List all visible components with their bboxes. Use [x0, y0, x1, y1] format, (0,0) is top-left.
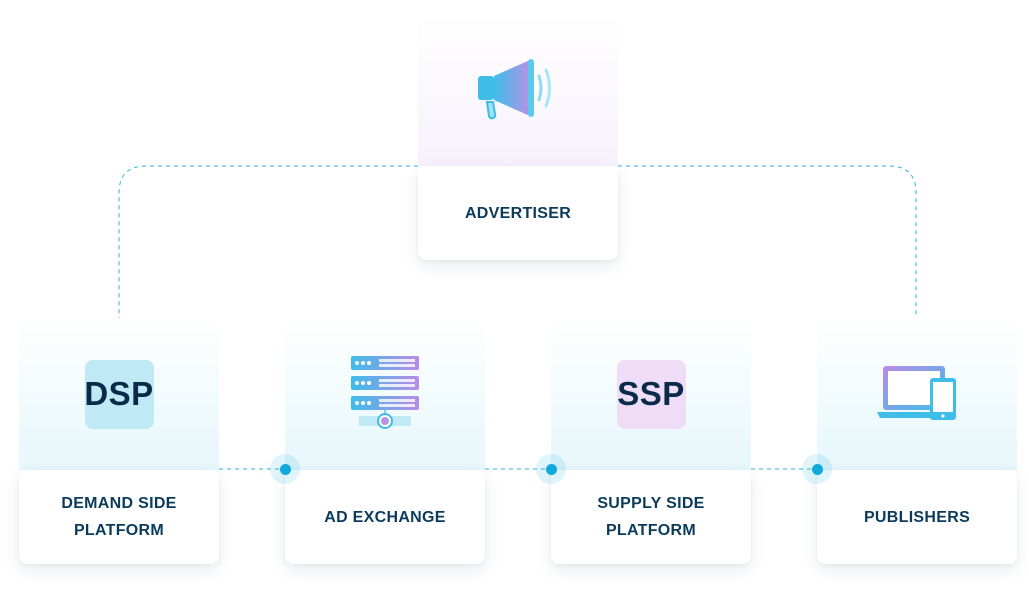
publishers-icon-panel [817, 318, 1017, 470]
advertiser-label-box: ADVERTISER [418, 166, 618, 260]
ssp-icon-panel: SSP [551, 318, 751, 470]
megaphone-icon [478, 59, 551, 120]
advertiser-label: ADVERTISER [464, 204, 572, 222]
ssp-label-box: SUPPLY SIDE PLATFORM [551, 470, 751, 564]
connector-dot-1 [270, 454, 300, 484]
devices-icon [877, 366, 956, 420]
connector-dot-3 [802, 454, 832, 484]
ssp-badge: SSP [616, 359, 686, 429]
advertiser-icon-panel [418, 14, 618, 166]
ad-exchange-label: AD EXCHANGE [324, 508, 446, 526]
dsp-icon-panel: DSP [19, 318, 219, 470]
connector-advertiser-dsp [118, 165, 418, 318]
dsp-label: DEMAND SIDE PLATFORM [61, 495, 177, 539]
publishers-label-box: PUBLISHERS [817, 470, 1017, 564]
server-stack-icon [351, 356, 419, 429]
dsp-label-box: DEMAND SIDE PLATFORM [19, 470, 219, 564]
ad-exchange-label-box: AD EXCHANGE [285, 470, 485, 564]
connector-dot-2 [536, 454, 566, 484]
ssp-label: SUPPLY SIDE PLATFORM [597, 495, 705, 539]
dsp-badge: DSP [84, 359, 154, 429]
connector-advertiser-publishers [618, 165, 917, 318]
publishers-label: PUBLISHERS [863, 508, 971, 526]
ad-exchange-icon-panel [285, 318, 485, 470]
